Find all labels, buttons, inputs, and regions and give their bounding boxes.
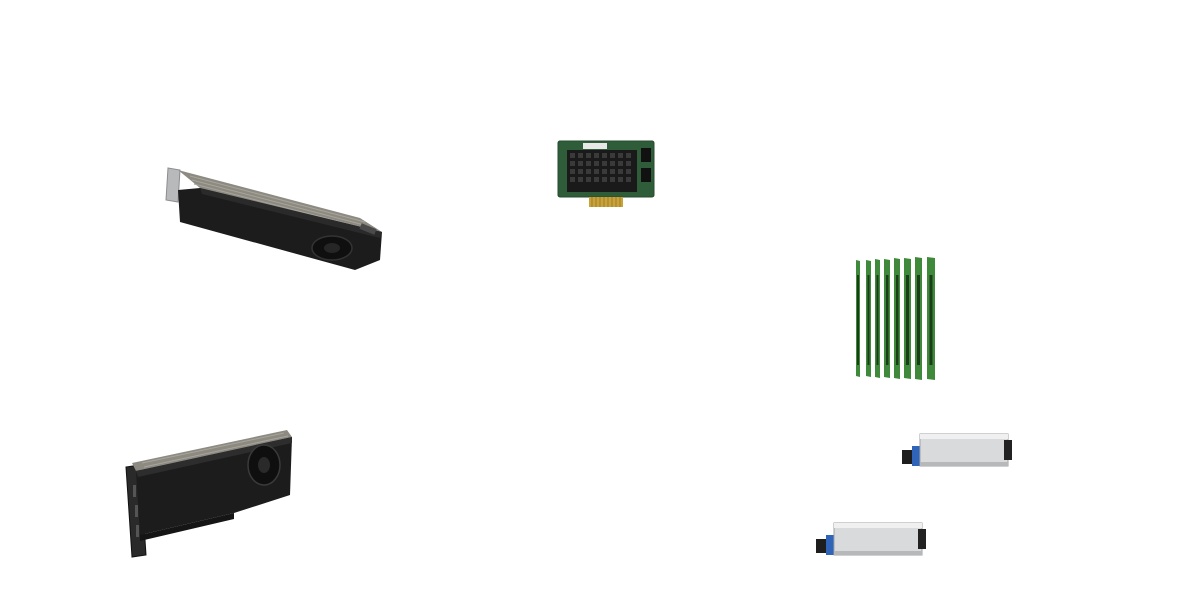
nvme-carrier-image: [814, 521, 929, 561]
gpu-angled-image: [160, 160, 390, 275]
gpu-side-image: [122, 425, 297, 560]
ssd-icon: [902, 433, 1012, 467]
nvme-carrier-image: [900, 432, 1015, 472]
memory-modules-image: [850, 255, 940, 385]
expansion-card-icon: [557, 140, 655, 207]
raid-controller-image: [555, 138, 660, 213]
graphics-card-icon: [165, 167, 382, 270]
ssd-icon: [816, 522, 926, 556]
graphics-card-icon: [125, 430, 292, 558]
memory-icon: [856, 257, 935, 380]
